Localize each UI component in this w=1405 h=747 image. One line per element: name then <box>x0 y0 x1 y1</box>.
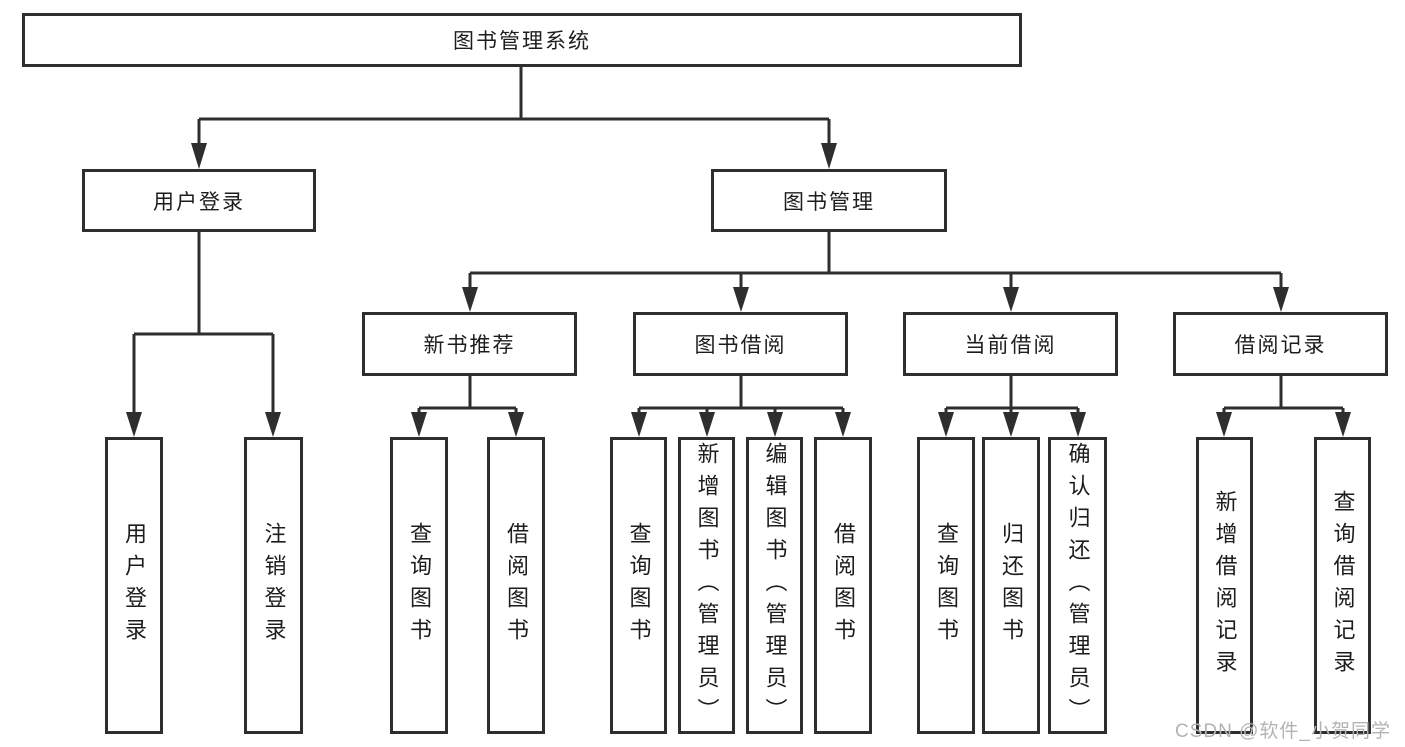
node-new-book-recommend: 新书推荐 <box>362 312 577 376</box>
arrowhead <box>1273 287 1289 312</box>
arrowhead <box>265 412 281 437</box>
node-book-management: 图书管理 <box>711 169 947 232</box>
leaf-confirm-return-admin-label: 确认归还（管理员） <box>1065 441 1091 730</box>
leaf-add-borrow-record-label: 新增借阅记录 <box>1212 489 1238 682</box>
arrowhead <box>821 143 837 169</box>
arrowhead <box>631 412 647 437</box>
arrowhead <box>938 412 954 437</box>
node-current-borrow: 当前借阅 <box>903 312 1118 376</box>
arrowhead <box>1216 412 1232 437</box>
node-user-login-label: 用户登录 <box>153 190 245 214</box>
leaf-edit-book-admin-label: 编辑图书（管理员） <box>762 441 788 730</box>
leaf-logout: 注销登录 <box>244 437 303 734</box>
leaf-confirm-return-admin: 确认归还（管理员） <box>1048 437 1107 734</box>
leaf-add-book-admin: 新增图书（管理员） <box>678 437 735 734</box>
arrowhead <box>733 287 749 312</box>
node-borrow-records-label: 借阅记录 <box>1234 334 1327 357</box>
leaf-query-books-borrow: 查询图书 <box>610 437 667 734</box>
leaf-query-books-recommend: 查询图书 <box>390 437 448 734</box>
leaf-add-book-admin-label: 新增图书（管理员） <box>694 441 720 730</box>
node-book-borrow: 图书借阅 <box>633 312 848 376</box>
leaf-add-borrow-record: 新增借阅记录 <box>1196 437 1253 734</box>
leaf-borrow-books-borrow: 借阅图书 <box>814 437 872 734</box>
root-node-label: 图书管理系统 <box>453 30 591 53</box>
arrowhead <box>1003 287 1019 312</box>
leaf-user-login: 用户登录 <box>105 437 163 734</box>
leaf-borrow-books-recommend: 借阅图书 <box>487 437 545 734</box>
leaf-return-books: 归还图书 <box>982 437 1040 734</box>
leaf-edit-book-admin: 编辑图书（管理员） <box>746 437 803 734</box>
watermark: CSDN @软件_小贺同学 <box>1175 721 1391 742</box>
leaf-logout-label: 注销登录 <box>261 521 287 650</box>
leaf-borrow-books-borrow-label: 借阅图书 <box>831 521 856 650</box>
arrowhead <box>1335 412 1351 437</box>
root-node: 图书管理系统 <box>22 13 1022 67</box>
leaf-query-borrow-record-label: 查询借阅记录 <box>1330 489 1356 682</box>
arrowhead <box>1070 412 1086 437</box>
leaf-query-borrow-record: 查询借阅记录 <box>1314 437 1371 734</box>
arrowhead <box>462 287 478 312</box>
arrowhead <box>126 412 142 437</box>
leaf-borrow-books-recommend-label: 借阅图书 <box>504 521 529 650</box>
arrowhead <box>191 143 207 169</box>
leaf-user-login-label: 用户登录 <box>122 521 147 650</box>
leaf-query-books-current: 查询图书 <box>917 437 975 734</box>
arrowhead <box>835 412 851 437</box>
node-current-borrow-label: 当前借阅 <box>964 334 1057 357</box>
node-book-borrow-label: 图书借阅 <box>694 334 787 357</box>
leaf-query-books-borrow-label: 查询图书 <box>626 521 652 650</box>
node-book-management-label: 图书管理 <box>783 190 875 214</box>
node-user-login: 用户登录 <box>82 169 316 232</box>
leaf-return-books-label: 归还图书 <box>999 521 1024 650</box>
arrowhead <box>508 412 524 437</box>
leaf-query-books-recommend-label: 查询图书 <box>407 521 432 650</box>
node-new-book-recommend-label: 新书推荐 <box>423 334 516 357</box>
arrowhead <box>767 412 783 437</box>
arrowhead <box>411 412 427 437</box>
arrowhead <box>699 412 715 437</box>
leaf-query-books-current-label: 查询图书 <box>934 521 959 650</box>
node-borrow-records: 借阅记录 <box>1173 312 1388 376</box>
arrowhead <box>1003 412 1019 437</box>
